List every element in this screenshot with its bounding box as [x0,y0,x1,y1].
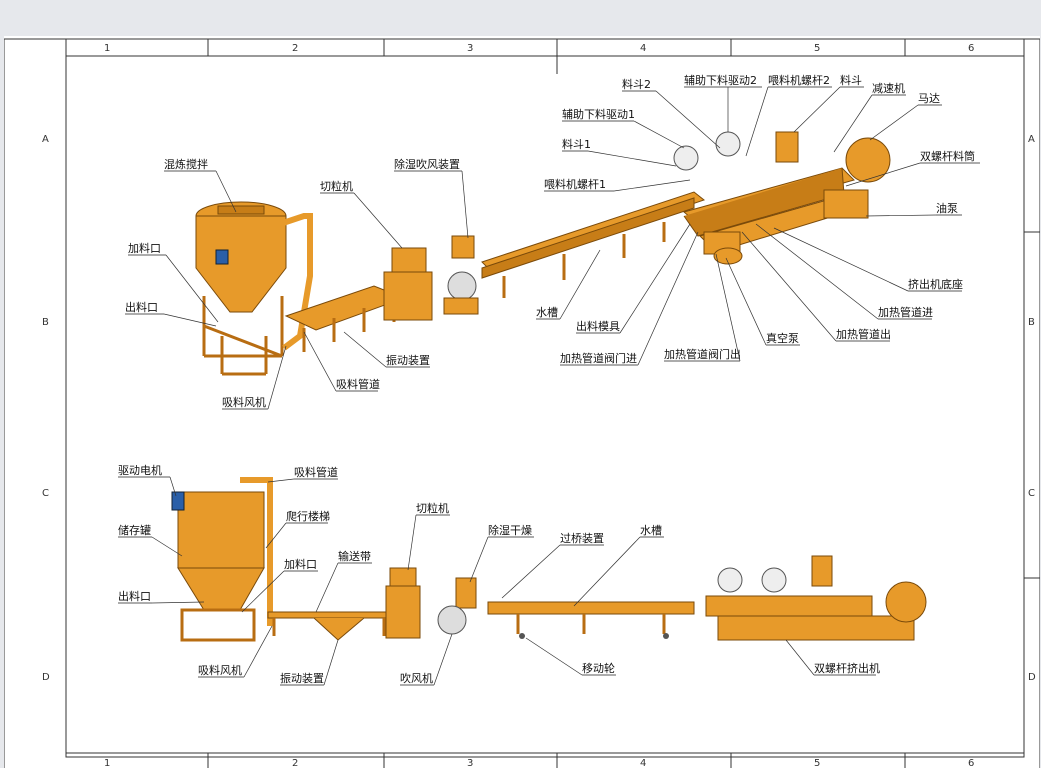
label-vibrating: 振动装置 [386,353,430,367]
col-label: 6 [968,43,974,54]
pelletizer-top [383,247,433,321]
label-pelletizer: 切粒机 [320,179,353,193]
label-vacuum-pump: 真空泵 [766,331,799,345]
label-outlet-bottom: 出料口 [118,589,151,603]
col-label: 5 [814,758,820,768]
water-tank-bottom [487,601,695,639]
drawing-svg: 1 2 3 4 5 6 1 2 3 4 5 6 A B C D A B C D [4,38,1040,768]
blower-bottom [437,577,477,635]
row-label: A [42,134,49,145]
label-extruder-base: 挤出机底座 [908,277,963,291]
twin-extruder-bottom [705,555,927,641]
col-label: 6 [968,758,974,768]
label-feed-screw2: 喂料机螺杆2 [768,73,830,87]
label-heat-pipe-in: 加热管道进 [878,305,933,319]
row-label: A [1028,134,1035,145]
label-heat-pipe-out: 加热管道出 [836,327,891,341]
pelletizer-bottom [385,567,421,639]
label-vibrating-bottom: 振动装置 [280,671,324,685]
col-label: 4 [640,758,646,768]
label-mixer: 混炼搅拌 [164,157,208,171]
label-feed-inlet: 加料口 [128,241,161,255]
label-drive-motor: 驱动电机 [118,463,162,477]
row-labels-left: A B C D [42,134,50,683]
label-water-tank-bottom: 水槽 [640,524,662,537]
row-label: B [42,317,49,328]
twin-extruder-top [673,131,891,265]
label-twin-extruder: 双螺杆挤出机 [814,661,880,675]
label-die: 出料模具 [576,319,620,333]
label-aux-drive1: 辅助下料驱动1 [562,107,635,121]
column-labels-top: 1 2 3 4 5 6 [104,43,974,54]
row-label: B [1028,317,1035,328]
water-tank-top [481,191,706,298]
col-label: 2 [292,758,298,768]
row-labels-right: A B C D [1028,134,1036,683]
conveyor-bottom [267,611,387,641]
title-frame [4,38,1040,768]
label-reducer: 减速机 [872,81,905,95]
label-conveyor: 输送带 [338,549,371,563]
row-label: C [1028,488,1035,499]
col-label: 4 [640,43,646,54]
label-feed-screw1: 喂料机螺杆1 [544,177,606,191]
label-hopper1: 料斗1 [562,137,591,151]
label-pelletizer-bottom: 切粒机 [416,501,449,515]
label-heat-valve-in: 加热管道阀门进 [560,351,637,365]
storage-tank-bottom [171,477,273,642]
label-water-tank: 水槽 [536,306,558,319]
label-suction-pipe-bottom: 吸料管道 [294,465,338,479]
column-labels-bottom: 1 2 3 4 5 6 [104,758,974,768]
label-filter-device: 过桥装置 [560,532,604,545]
row-label: C [42,488,49,499]
label-storage-tank: 储存罐 [118,523,151,537]
col-label: 2 [292,43,298,54]
label-dehumidify-dry: 除湿干燥 [488,523,532,537]
label-hopper2: 料斗2 [622,77,651,91]
top-callouts: 混炼搅拌 加料口 出料口 吸料风机 吸料管道 振动装置 切粒机 除湿吹风装置 水… [125,73,980,410]
bottom-callouts: 驱动电机 储存罐 出料口 吸料风机 吸料管道 爬行楼梯 加料口 输送带 振动装置… [118,463,880,686]
label-suction-fan-bottom: 吸料风机 [198,663,242,677]
label-suction-pipe: 吸料管道 [336,377,380,391]
label-aux-drive2: 辅助下料驱动2 [684,73,757,87]
row-label: D [1028,672,1036,683]
col-label: 1 [104,43,110,54]
label-suction-fan: 吸料风机 [222,395,266,409]
mixer-tank [195,201,313,376]
label-moving-wheel: 移动轮 [582,661,615,675]
col-label: 3 [467,43,473,54]
label-oil-pump: 油泵 [936,201,958,215]
label-heat-valve-out: 加热管道阀门出 [664,347,741,361]
row-label: D [42,672,50,683]
label-ladder: 爬行楼梯 [286,509,330,523]
drawing-sheet: 1 2 3 4 5 6 1 2 3 4 5 6 A B C D A B C D [4,36,1040,768]
label-barrel: 双螺杆料筒 [920,149,975,163]
label-dehumidify-blower: 除湿吹风装置 [394,157,460,171]
col-label: 1 [104,758,110,768]
col-label: 5 [814,43,820,54]
label-blower-bottom: 吹风机 [400,671,433,685]
blower-top [443,235,479,315]
label-motor: 马达 [918,92,940,105]
label-outlet: 出料口 [125,300,158,314]
col-label: 3 [467,758,473,768]
label-hopper: 料斗 [840,73,862,87]
label-feed-inlet-bottom: 加料口 [284,557,317,571]
